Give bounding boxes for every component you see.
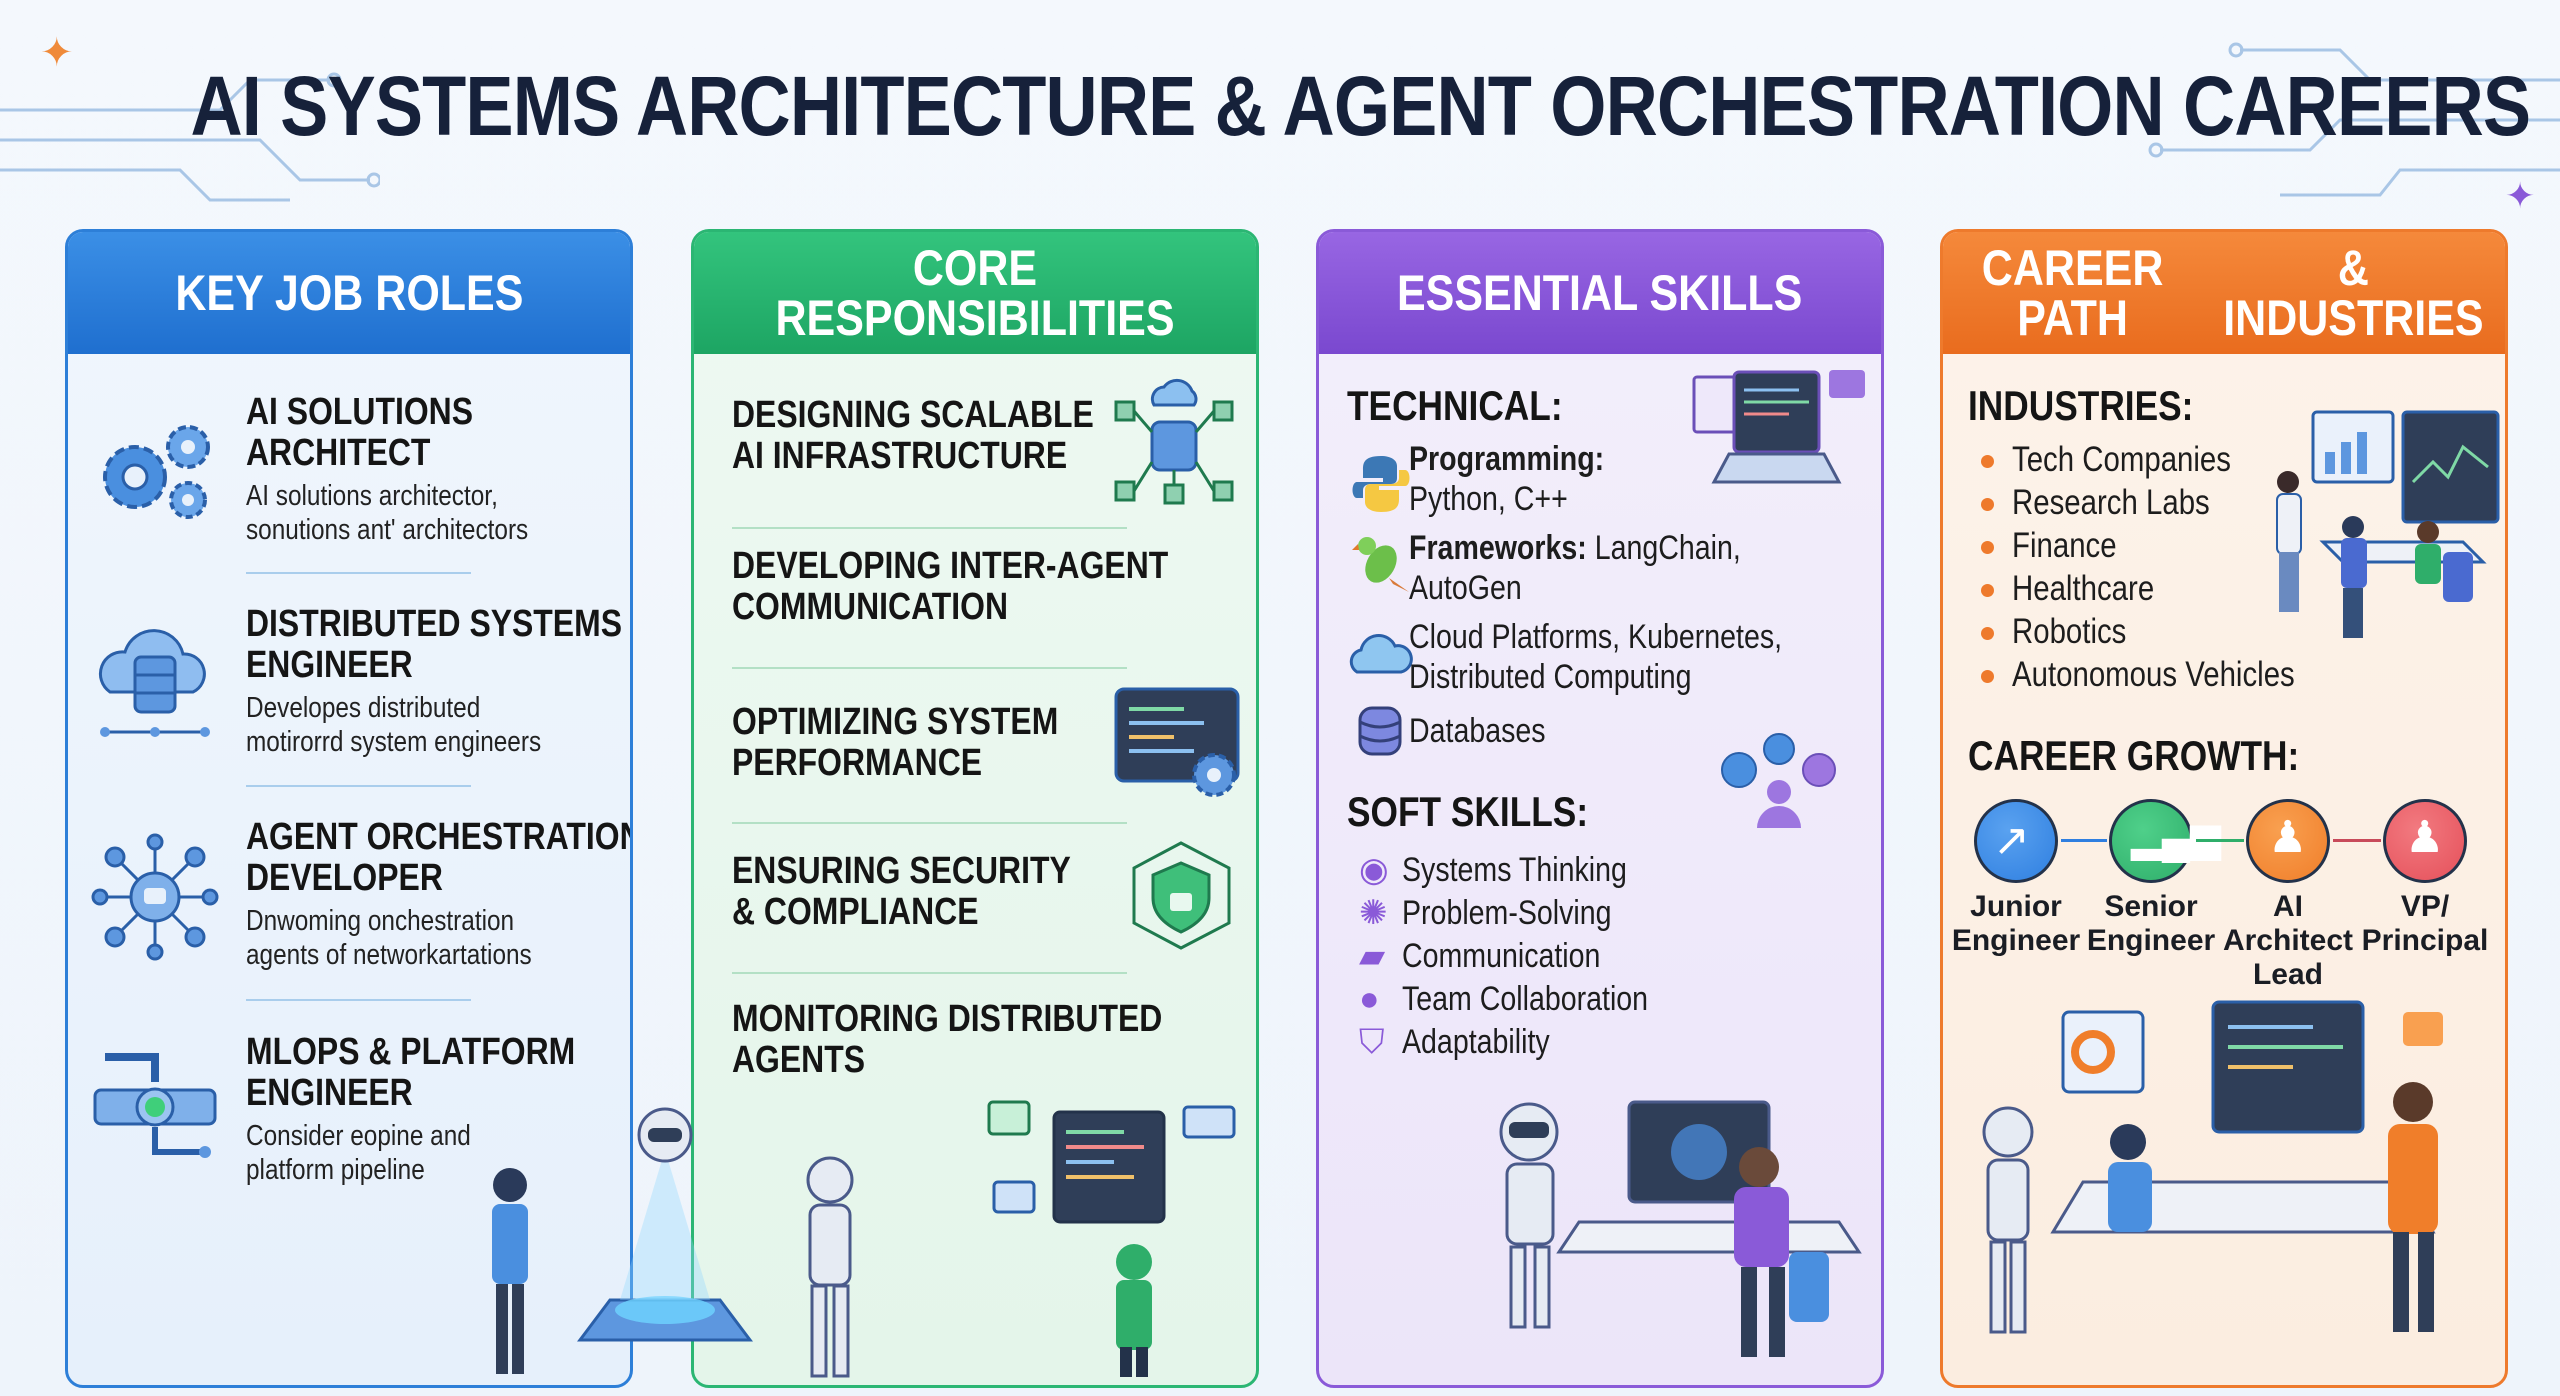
essential-skills-panel: ESSENTIAL SKILLS TECHNICAL: Programming:… bbox=[1316, 229, 1884, 1388]
person-icon: ♟ bbox=[2405, 813, 2445, 862]
bullet-icon bbox=[1981, 670, 1994, 684]
skill-cloud: Cloud Platforms, Kubernetes,Distributed … bbox=[1409, 618, 1783, 696]
skill-databases: Databases bbox=[1409, 712, 1546, 750]
robot-developer-illustration bbox=[1499, 1100, 1862, 1357]
industry-item: Autonomous Vehicles bbox=[1981, 653, 2349, 696]
arrow-connector bbox=[2196, 839, 2244, 842]
divider bbox=[732, 972, 1127, 974]
shield-check-icon: ⛉ bbox=[1359, 1023, 1385, 1061]
brain-icon: ◉ bbox=[1359, 851, 1389, 889]
bullet-icon bbox=[1981, 627, 1994, 641]
person-icon: ♟ bbox=[2268, 813, 2308, 862]
panel-header: CORE RESPONSIBILITIES bbox=[694, 232, 1256, 354]
panel-header: CAREER PATH& INDUSTRIES bbox=[1943, 232, 2505, 354]
monitoring-dashboard-illustration bbox=[987, 1100, 1236, 1377]
sparkle-icon: ✦ bbox=[2505, 175, 2536, 216]
gears-icon bbox=[103, 425, 210, 519]
soft-skill-item: ▰ Communication bbox=[1359, 937, 1601, 975]
bullet-icon bbox=[1981, 498, 1994, 512]
technical-heading: TECHNICAL: bbox=[1347, 382, 1563, 429]
parrot-icon bbox=[1352, 537, 1409, 592]
arrow-connector bbox=[2061, 839, 2107, 842]
step-junior-icon bbox=[1974, 799, 2058, 883]
industry-item: Finance bbox=[1981, 524, 2349, 567]
step-senior-icon bbox=[2109, 799, 2193, 883]
industry-item: Robotics bbox=[1981, 610, 2349, 653]
career-path-panel: CAREER PATH& INDUSTRIES INDUSTRIES: Tech… bbox=[1940, 229, 2508, 1388]
divider bbox=[732, 527, 1127, 529]
circuit-decoration-right bbox=[2148, 42, 2560, 197]
ai-infrastructure-icon bbox=[1114, 378, 1234, 505]
soft-skills-list: ◉ Systems Thinking ✺ Problem-Solving ▰ C… bbox=[1359, 850, 1695, 1065]
database-icon bbox=[1358, 706, 1402, 756]
panel-header: ESSENTIAL SKILLS bbox=[1319, 232, 1881, 354]
skill-frameworks: Frameworks: LangChain,AutoGen bbox=[1409, 529, 1741, 607]
agent-network-icon bbox=[91, 833, 219, 961]
industry-item: Tech Companies bbox=[1981, 438, 2349, 481]
sparkle-icon: ✦ bbox=[40, 31, 74, 75]
page-title: AI SYSTEMS ARCHITECTURE & AGENT ORCHESTR… bbox=[190, 59, 2531, 153]
team-communication-icon bbox=[1721, 733, 1836, 828]
industry-item: Research Labs bbox=[1981, 481, 2349, 524]
soft-skills-heading: SOFT SKILLS: bbox=[1347, 788, 1589, 835]
industries-heading: INDUSTRIES: bbox=[1968, 382, 2194, 429]
chat-bubbles-icon: ▰ bbox=[1359, 937, 1386, 975]
team-icon: ● bbox=[1359, 980, 1380, 1018]
step-architect-icon bbox=[2246, 799, 2330, 883]
office-team-illustration bbox=[2276, 410, 2500, 638]
soft-skill-item: ● Team Collaboration bbox=[1359, 980, 1649, 1018]
hologram-robot-illustration bbox=[492, 1107, 854, 1378]
cloud-icon bbox=[1349, 634, 1413, 674]
responsibility-item: ENSURING SECURITY& COMPLIANCE bbox=[732, 850, 1071, 933]
performance-monitor-icon bbox=[1114, 687, 1240, 797]
role-description: AI solutions architector,sonutions ant' … bbox=[246, 480, 529, 546]
trend-arrow-icon: ↗ bbox=[1993, 816, 2030, 865]
divider bbox=[246, 785, 471, 787]
pipeline-icon bbox=[93, 1053, 217, 1158]
arrow-connector bbox=[2333, 839, 2381, 842]
panel-header: KEY JOB ROLES bbox=[68, 232, 630, 354]
career-growth-heading: CAREER GROWTH: bbox=[1968, 732, 2300, 779]
bar-chart-icon: ▂▄▆ bbox=[2131, 816, 2221, 860]
soft-skill-item: ⛉ Adaptability bbox=[1359, 1023, 1551, 1061]
divider bbox=[732, 822, 1127, 824]
lightbulb-icon: ✺ bbox=[1359, 894, 1388, 932]
laptop-code-illustration bbox=[1692, 370, 1865, 484]
cloud-database-icon bbox=[99, 629, 210, 737]
circuit-decoration-left bbox=[0, 72, 380, 202]
industry-item: Healthcare bbox=[1981, 567, 2349, 610]
soft-skill-item: ✺ Problem-Solving bbox=[1359, 894, 1612, 932]
industries-list: Tech Companies Research Labs Finance Hea… bbox=[1981, 438, 2349, 696]
bullet-icon bbox=[1981, 584, 1994, 598]
python-icon bbox=[1352, 456, 1410, 512]
core-responsibilities-panel: CORE RESPONSIBILITIES DESIGNING SCALABLE… bbox=[691, 229, 1259, 1388]
security-shield-icon bbox=[1132, 841, 1231, 950]
divider bbox=[732, 667, 1127, 669]
step-label: VP/Principal bbox=[2361, 890, 2489, 957]
step-vp-icon bbox=[2383, 799, 2467, 883]
divider bbox=[246, 999, 471, 1001]
skill-programming: Programming:Python, C++ bbox=[1409, 440, 1605, 518]
soft-skill-item: ◉ Systems Thinking bbox=[1359, 851, 1628, 889]
bullet-icon bbox=[1981, 455, 1994, 469]
career-workspace-illustration bbox=[1982, 1000, 2443, 1334]
bullet-icon bbox=[1981, 541, 1994, 555]
divider bbox=[246, 572, 471, 574]
